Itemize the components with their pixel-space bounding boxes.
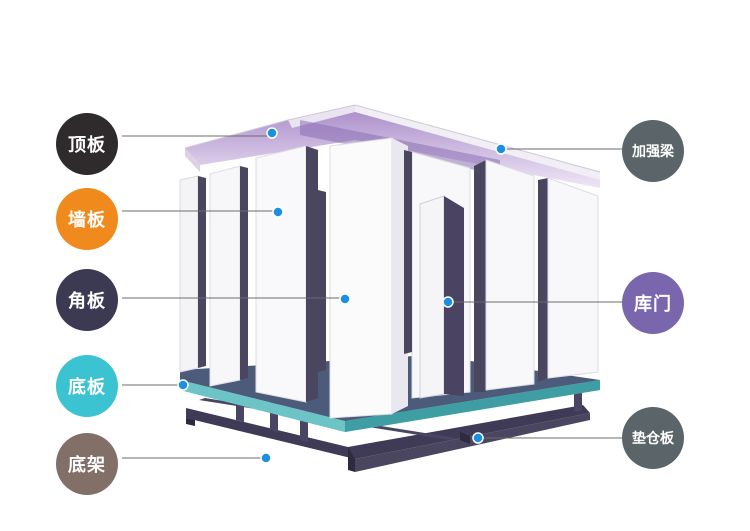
corner-panel-badge: 角板 [56, 269, 118, 331]
floor-panel-badge: 底板 [56, 355, 118, 417]
marker-dot-roof [266, 127, 278, 139]
marker-dot-corner [339, 293, 351, 305]
leader-lines [122, 135, 622, 459]
marker-dot-beam [495, 143, 507, 155]
wall-panel-badge: 墙板 [56, 188, 118, 250]
marker-dot-wall [272, 206, 284, 218]
roof-panel-label: 顶板 [68, 135, 106, 156]
marker-dot-floor [177, 379, 189, 391]
cold-room-door-label: 库门 [634, 294, 672, 315]
pad-board-label: 垫仓板 [632, 431, 674, 447]
marker-dot-base [260, 452, 272, 464]
reinforcement-beam-badge: 加强梁 [622, 120, 684, 182]
marker-dot-door [442, 296, 454, 308]
marker-dots [177, 127, 507, 464]
reinforcement-beam-label: 加强梁 [632, 144, 674, 160]
wall-panels-structure [179, 137, 599, 419]
roof-panel-badge: 顶板 [56, 113, 118, 175]
marker-dot-pad [472, 432, 484, 444]
base-frame-label: 底架 [68, 455, 106, 476]
cold-room-door-badge: 库门 [622, 272, 684, 334]
corner-panel-label: 角板 [68, 291, 106, 312]
base-frame-badge: 底架 [56, 433, 118, 495]
pad-board-badge: 垫仓板 [622, 407, 684, 469]
wall-panel-label: 墙板 [68, 210, 106, 231]
floor-panel-label: 底板 [68, 377, 106, 398]
